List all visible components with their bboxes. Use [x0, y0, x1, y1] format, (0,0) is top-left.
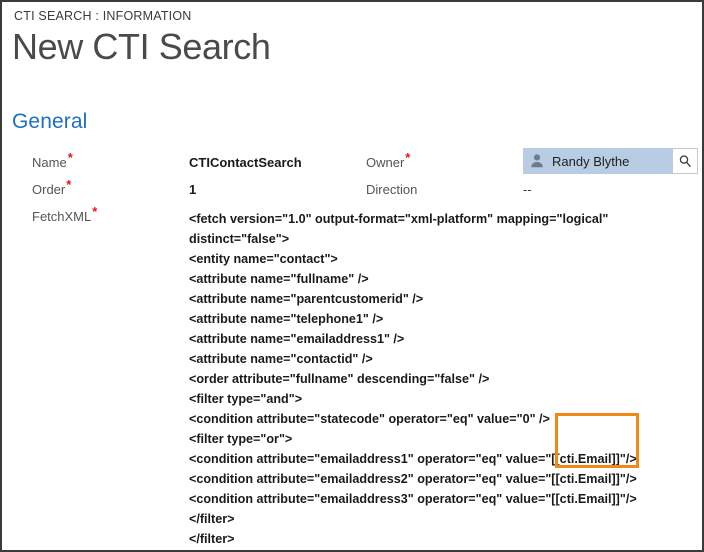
fetchxml-line: distinct="false">: [189, 232, 290, 246]
fetchxml-line: <fetch version="1.0" output-format="xml-…: [189, 212, 609, 226]
fetchxml-line: <attribute name="fullname" />: [189, 272, 369, 286]
fetchxml-line: </filter>: [189, 512, 235, 526]
fetchxml-line-condition-email2: <condition attribute="emailaddress2" ope…: [189, 469, 689, 489]
form-fields: Name* CTIContactSearch Order* 1 FetchXML…: [2, 147, 702, 547]
fetchxml-line: <order attribute="fullname" descending="…: [189, 372, 490, 386]
cti-email-token: "[[cti.Email]]": [545, 492, 626, 506]
person-icon: [531, 154, 543, 168]
condition-prefix: <condition attribute="emailaddress1" ope…: [189, 452, 546, 466]
cti-email-token: "[[cti.Email]]": [545, 472, 626, 486]
field-label-order: Order*: [32, 176, 72, 197]
field-value-order[interactable]: 1: [189, 182, 197, 197]
field-label-fetchxml: FetchXML*: [32, 203, 98, 224]
fetchxml-line: <attribute name="emailaddress1" />: [189, 332, 405, 346]
magnifier-icon[interactable]: [672, 148, 698, 174]
field-value-direction[interactable]: --: [523, 182, 532, 197]
owner-lookup-field[interactable]: Randy Blythe: [523, 148, 698, 174]
fetchxml-line: <attribute name="contactid" />: [189, 352, 373, 366]
field-value-name[interactable]: CTIContactSearch: [189, 155, 302, 170]
fetchxml-value[interactable]: <fetch version="1.0" output-format="xml-…: [189, 209, 689, 550]
required-asterisk-name: *: [67, 149, 73, 165]
fetchxml-line-condition-email3: <condition attribute="emailaddress3" ope…: [189, 489, 689, 509]
condition-prefix: <condition attribute="emailaddress2" ope…: [189, 472, 546, 486]
fetchxml-line: <attribute name="telephone1" />: [189, 312, 384, 326]
fetchxml-line: <entity name="contact">: [189, 252, 338, 266]
condition-prefix: <condition attribute="emailaddress3" ope…: [189, 492, 546, 506]
field-label-name: Name*: [32, 149, 73, 170]
field-label-owner: Owner*: [366, 149, 411, 170]
breadcrumb: CTI SEARCH : INFORMATION: [14, 9, 192, 23]
required-asterisk-fetchxml: *: [92, 203, 98, 219]
owner-lookup-value: Randy Blythe: [552, 153, 630, 169]
condition-suffix: />: [625, 472, 637, 486]
page-title: New CTI Search: [12, 26, 271, 67]
field-label-direction: Direction: [366, 182, 418, 197]
fetchxml-line: </filter>: [189, 532, 235, 546]
fetchxml-line: <filter type="and">: [189, 392, 303, 406]
fetchxml-line: <condition attribute="statecode" operato…: [189, 412, 550, 426]
cti-email-token: "[[cti.Email]]": [545, 452, 626, 466]
fetchxml-line: <attribute name="parentcustomerid" />: [189, 292, 424, 306]
required-asterisk-order: *: [66, 176, 72, 192]
section-heading-general: General: [12, 110, 88, 133]
fetchxml-line-condition-email1: <condition attribute="emailaddress1" ope…: [189, 449, 689, 469]
condition-suffix: />: [625, 452, 637, 466]
condition-suffix: />: [625, 492, 637, 506]
required-asterisk-owner: *: [405, 149, 411, 165]
fetchxml-line: <filter type="or">: [189, 432, 293, 446]
